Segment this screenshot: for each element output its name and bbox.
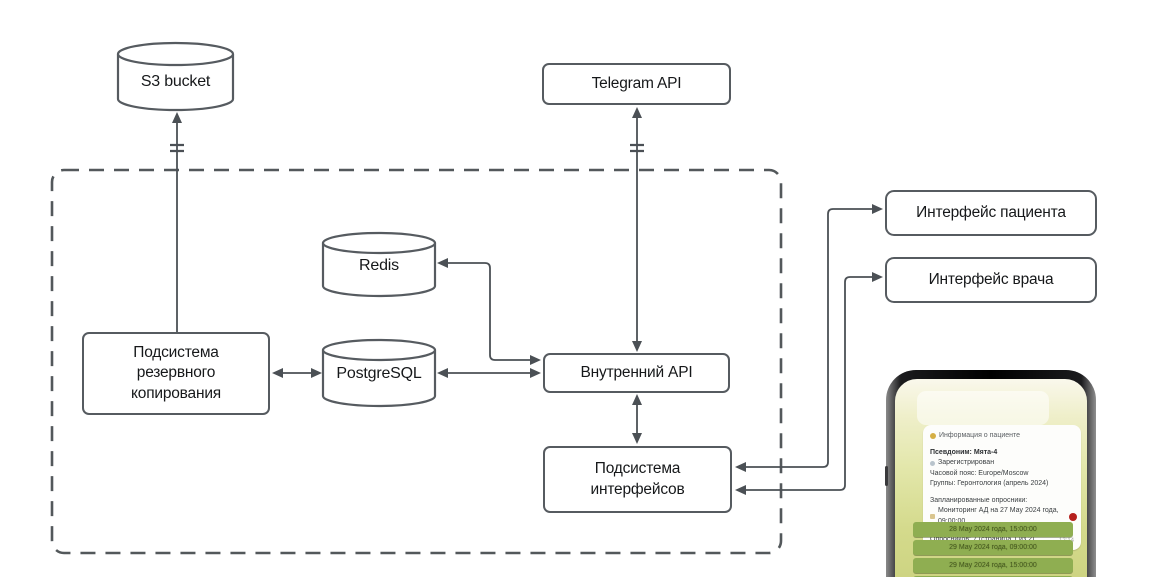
backup-subsystem-node: Подсистема резервного копирования	[82, 332, 270, 415]
telegram-bot-phone-screenshot: Информация о пациенте Псевдоним: Мята-4 …	[885, 370, 1096, 577]
postgresql-node: PostgreSQL	[336, 365, 422, 382]
connector-redis-internalapi	[445, 262, 533, 361]
system-boundary-dashed-box	[50, 168, 783, 555]
patient-info-icon	[930, 433, 936, 440]
message-header-row: Информация о пациенте	[930, 431, 1074, 442]
arrow-right-doctor	[872, 272, 883, 282]
registered-row: Зарегистрирован	[930, 458, 1074, 469]
equals-marker-telegram	[630, 143, 644, 153]
arrowheads	[172, 107, 883, 495]
registered-check-icon	[930, 460, 935, 466]
connector-interfaces-patient	[744, 208, 875, 468]
scheduled-item-text: Мониторинг АД на 27 May 2024 года, 09:00…	[938, 507, 1059, 525]
redis-node: Redis	[359, 257, 399, 274]
internal-api-node: Внутренний API	[543, 353, 730, 393]
survey-date-button-3[interactable]: 29 May 2024 года, 15:00:00	[913, 558, 1073, 573]
arrow-left-backup	[272, 368, 283, 378]
surveys-count-text: Опросников: 7 (страница 1 из 2)	[930, 535, 1034, 546]
arrow-right-internalapi-fromredis	[530, 355, 541, 365]
arrow-right-internalapi-frompg	[530, 368, 541, 378]
doctor-interface-node: Интерфейс врача	[885, 257, 1097, 303]
arrow-down-internalapi	[632, 341, 642, 352]
scheduled-item-row: Мониторинг АД на 27 May 2024 года, 09:00…	[930, 506, 1074, 527]
postgres-cylinder-top	[321, 338, 437, 362]
arrow-left-postgres	[437, 368, 448, 378]
arrow-down-interfaces	[632, 433, 642, 444]
s3-cylinder-top	[116, 41, 235, 67]
arrow-left-interfaces-frompatient	[735, 462, 746, 472]
arrow-up-internalapi-bottom	[632, 394, 642, 405]
groups-line: Группы: Геронтология (апрель 2024)	[930, 480, 1049, 487]
survey-date-button-1[interactable]: 28 May 2024 года, 15:00:00	[913, 522, 1073, 537]
monitoring-note-icon	[930, 514, 935, 519]
redis-cylinder-body	[321, 243, 437, 298]
connectors	[176, 117, 875, 491]
arrow-left-interfaces-fromdoctor	[735, 485, 746, 495]
timezone-line: Часовой пояс: Europe/Moscow	[930, 469, 1029, 477]
scheduled-header: Запланированные опросники:	[930, 496, 1028, 504]
patient-interface-node: Интерфейс пациента	[885, 190, 1097, 236]
survey-date-button-2[interactable]: 29 May 2024 года, 09:00:00	[913, 540, 1073, 555]
cylinders	[116, 41, 437, 408]
arrow-right-patient	[872, 204, 883, 214]
s3-cylinder-body	[116, 54, 235, 112]
s3-bucket-node: S3 bucket	[140, 73, 211, 90]
registered-text: Зарегистрирован	[938, 459, 995, 466]
postgres-cylinder-body	[321, 350, 437, 408]
boundary-crossing-markers	[170, 143, 644, 153]
arrow-up-s3	[172, 112, 182, 123]
arrow-up-telegram	[632, 107, 642, 118]
arrow-right-postgres	[311, 368, 322, 378]
notification-dot	[1069, 513, 1077, 521]
phone-screen: Информация о пациенте Псевдоним: Мята-4 …	[895, 379, 1087, 577]
telegram-api-node: Telegram API	[542, 63, 731, 105]
message-header-text: Информация о пациенте	[939, 432, 1021, 439]
chat-header-area	[917, 391, 1049, 425]
equals-marker-s3	[170, 143, 184, 153]
phone-volume-button	[885, 466, 888, 486]
redis-cylinder-top	[321, 231, 437, 255]
connector-interfaces-doctor	[744, 276, 875, 491]
interface-subsystem-node: Подсистема интерфейсов	[543, 446, 732, 513]
arrow-left-redis	[437, 258, 448, 268]
pseudonym-line: Псевдоним: Мята-4	[930, 448, 998, 456]
